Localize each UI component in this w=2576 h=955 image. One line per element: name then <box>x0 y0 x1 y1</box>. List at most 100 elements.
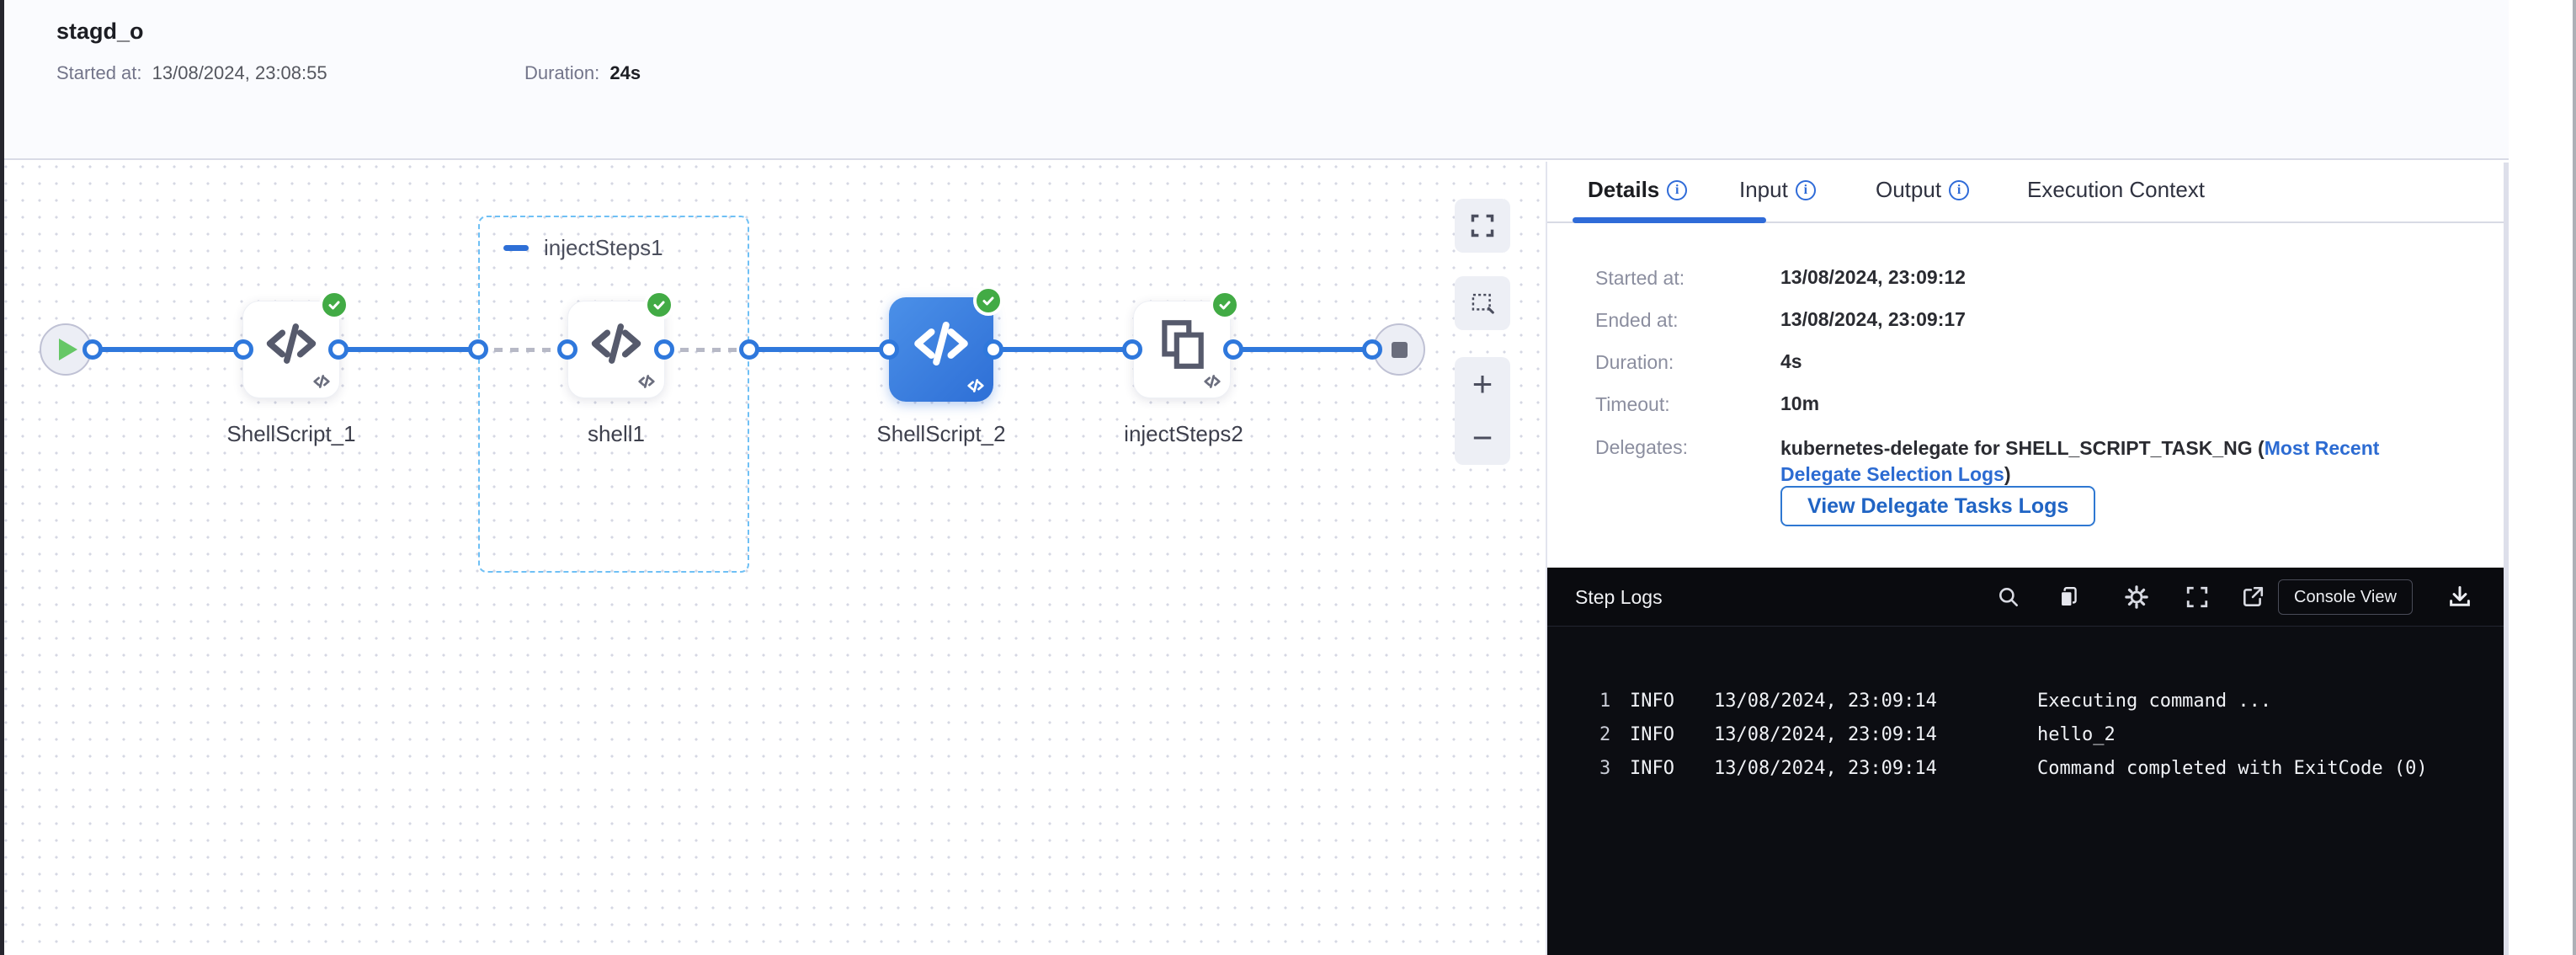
log-line: 2 INFO 13/08/2024, 23:09:14 hello_2 <box>1547 718 2504 752</box>
port <box>879 339 899 360</box>
delegates-value: kubernetes-delegate for SHELL_SCRIPT_TAS… <box>1780 435 2437 488</box>
node-label-shellscript-2: ShellScript_2 <box>876 421 1006 446</box>
log-line-number: 3 <box>1599 758 1611 779</box>
detail-row-label: Started at: <box>1595 267 1685 289</box>
details-tabs: Details i Input i Output i Execution Con… <box>1547 162 2504 223</box>
edge-injectsteps2-to-end <box>1233 347 1374 352</box>
info-icon[interactable]: i <box>1949 179 1970 200</box>
port <box>468 339 488 360</box>
zoom-controls: + − <box>1455 357 1510 465</box>
shell-script-type-icon <box>967 379 984 392</box>
marquee-icon <box>1472 293 1494 314</box>
port <box>233 339 253 360</box>
node-shellscript-1[interactable] <box>242 290 349 398</box>
shell-script-type-icon <box>1204 375 1221 388</box>
node-label-shellscript-1: ShellScript_1 <box>226 421 356 446</box>
success-badge <box>319 290 349 320</box>
node-shellscript-2-selected[interactable] <box>889 285 1003 402</box>
code-icon <box>591 323 641 365</box>
execution-header: stagd_o Started at: 13/08/2024, 23:08:55… <box>4 0 2576 160</box>
zoom-out-button[interactable]: − <box>1472 418 1493 457</box>
edge-shell1-to-group <box>664 348 751 352</box>
log-message: Command completed with ExitCode (0) <box>2037 758 2428 779</box>
port <box>654 339 674 360</box>
window-scrollbar[interactable] <box>2573 0 2576 955</box>
check-icon <box>328 301 340 310</box>
zoom-in-button[interactable]: + <box>1472 364 1493 403</box>
success-badge <box>644 290 674 320</box>
port <box>557 339 577 360</box>
node-injectsteps2[interactable] <box>1133 290 1240 398</box>
expand-canvas-button[interactable] <box>1455 199 1510 253</box>
search-icon[interactable] <box>1993 582 2024 612</box>
active-tab-underline <box>1573 217 1766 223</box>
delegates-text-close: ) <box>2004 463 2011 485</box>
log-message: hello_2 <box>2037 724 2116 745</box>
info-icon[interactable]: i <box>1795 179 1816 200</box>
log-level: INFO <box>1630 758 1674 779</box>
port <box>1122 339 1142 360</box>
download-icon[interactable] <box>2445 582 2475 612</box>
panel-divider <box>1546 162 1547 955</box>
inject-steps-icon <box>1162 320 1204 370</box>
log-timestamp: 13/08/2024, 23:09:14 <box>1714 724 1937 745</box>
started-at-value: 13/08/2024, 23:08:55 <box>152 62 327 83</box>
open-in-new-icon[interactable] <box>2238 582 2268 612</box>
copy-icon[interactable] <box>2054 582 2084 612</box>
settings-gear-icon[interactable] <box>2121 582 2152 612</box>
edge-shellscript2-to-injectsteps2 <box>993 347 1133 352</box>
expand-icon <box>1471 214 1494 237</box>
fullscreen-icon[interactable] <box>2182 582 2212 612</box>
duration-label: Duration: <box>524 62 600 83</box>
tab-input[interactable]: Input i <box>1739 177 1816 203</box>
success-badge <box>1210 290 1240 320</box>
log-level: INFO <box>1630 724 1674 745</box>
node-shell1[interactable] <box>567 290 674 398</box>
log-line: 3 INFO 13/08/2024, 23:09:14 Command comp… <box>1547 752 2504 786</box>
collapse-group-icon[interactable] <box>503 245 529 251</box>
log-level: INFO <box>1630 691 1674 712</box>
step-group-label: injectSteps1 <box>544 235 663 260</box>
step-logs-title: Step Logs <box>1575 586 1663 608</box>
port <box>983 339 1003 360</box>
tab-details[interactable]: Details i <box>1588 177 1688 203</box>
details-scrollbar[interactable] <box>2504 163 2509 955</box>
duration: Duration: 24s <box>524 62 641 84</box>
edge-shellscript1-to-group <box>338 347 480 352</box>
check-icon <box>1219 301 1231 310</box>
detail-row-value: 10m <box>1780 392 1820 414</box>
log-line: 1 INFO 13/08/2024, 23:09:14 Executing co… <box>1547 685 2504 718</box>
port <box>1223 339 1243 360</box>
edge-start-to-shellscript1 <box>93 347 246 352</box>
delegates-label: Delegates: <box>1595 436 1688 458</box>
tab-output-label: Output <box>1876 177 1942 202</box>
marquee-select-button[interactable] <box>1455 276 1510 330</box>
tab-output[interactable]: Output i <box>1876 177 1970 203</box>
check-icon <box>653 301 665 310</box>
port <box>328 339 349 360</box>
shell-script-type-icon <box>638 375 655 388</box>
info-icon[interactable]: i <box>1667 179 1688 200</box>
code-icon <box>914 321 968 365</box>
node-label-shell1: shell1 <box>588 421 645 446</box>
port <box>1362 339 1382 360</box>
play-icon <box>59 339 77 360</box>
duration-value: 24s <box>609 62 641 83</box>
log-line-number: 2 <box>1599 724 1611 745</box>
delegate-selection-logs-link[interactable]: Most Recent Delegate Selection Logs <box>1780 437 2380 485</box>
detail-row-label: Duration: <box>1595 351 1674 373</box>
detail-row-value: 13/08/2024, 23:09:12 <box>1780 266 1966 288</box>
tab-execution-context[interactable]: Execution Context <box>2027 177 2205 203</box>
delegates-text: kubernetes-delegate for SHELL_SCRIPT_TAS… <box>1780 437 2265 459</box>
step-logs-header: Step Logs <box>1547 568 2504 627</box>
pipeline-canvas[interactable] <box>4 162 1546 955</box>
console-view-button[interactable]: Console View <box>2278 579 2413 615</box>
detail-row-label: Timeout: <box>1595 393 1670 415</box>
port <box>82 339 103 360</box>
node-label-injectsteps2: injectSteps2 <box>1124 421 1243 446</box>
log-timestamp: 13/08/2024, 23:09:14 <box>1714 758 1937 779</box>
step-details-panel: Details i Input i Output i Execution Con… <box>1547 162 2504 955</box>
view-delegate-tasks-logs-button[interactable]: View Delegate Tasks Logs <box>1780 486 2096 526</box>
tab-execution-context-label: Execution Context <box>2027 177 2206 202</box>
